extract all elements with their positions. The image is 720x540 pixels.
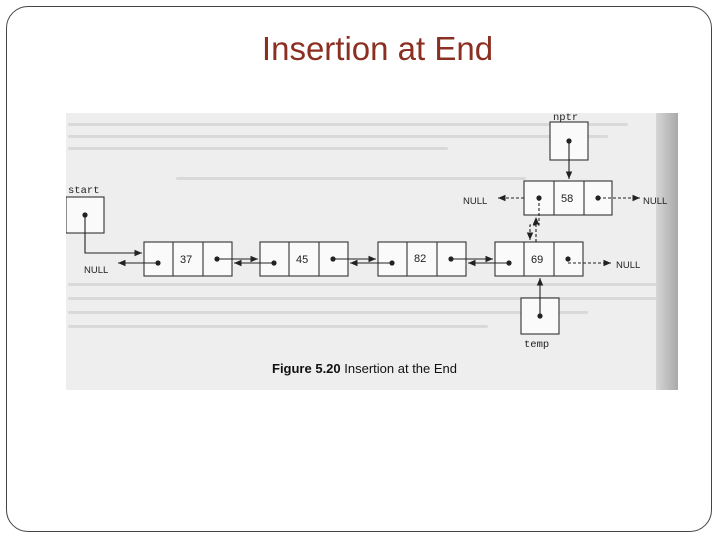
null-label-left: NULL bbox=[84, 265, 108, 276]
node-value-3: 82 bbox=[414, 253, 426, 265]
null-label-newnode-next: NULL bbox=[643, 196, 667, 207]
list-node-1 bbox=[143, 241, 233, 277]
null-label-right: NULL bbox=[616, 260, 640, 271]
temp-label: temp bbox=[524, 339, 549, 351]
new-node-value: 58 bbox=[561, 193, 573, 205]
nptr-label: nptr bbox=[553, 113, 578, 124]
figure-caption-text: Insertion at the End bbox=[344, 361, 458, 376]
slide-title: Insertion at End bbox=[261, 30, 494, 67]
null-label-newnode-prev: NULL bbox=[463, 196, 487, 207]
figure-image: start nptr temp NULL NULL NULL NULL 37 4… bbox=[66, 113, 678, 390]
figure-caption: Figure 5.20 Insertion at the End bbox=[272, 361, 457, 376]
node-value-4: 69 bbox=[531, 254, 543, 266]
node-value-2: 45 bbox=[296, 254, 308, 266]
linked-list-diagram: start nptr temp NULL NULL NULL NULL 37 4… bbox=[66, 113, 667, 351]
figure-number: Figure 5.20 bbox=[272, 361, 341, 376]
start-label: start bbox=[68, 185, 100, 197]
node-value-1: 37 bbox=[180, 254, 192, 266]
